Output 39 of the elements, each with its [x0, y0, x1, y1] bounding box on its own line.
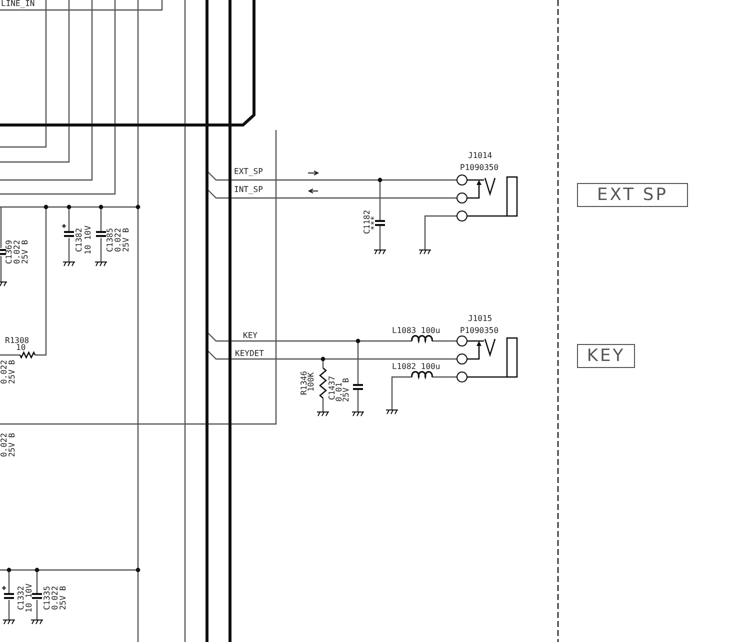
- component-label: 25V B: [8, 432, 16, 458]
- component-label: C1382: [74, 228, 84, 252]
- component-label: C1182: [362, 210, 372, 234]
- component-label: L1082 100u: [392, 362, 440, 371]
- component-label: R1346: [300, 370, 308, 396]
- component-label: C1369: [4, 240, 14, 264]
- signal-label: LINE_IN: [1, 0, 35, 8]
- component-label: 0.022: [0, 432, 8, 458]
- label-box: KEY: [577, 344, 635, 368]
- component-label: 0.022: [0, 360, 8, 384]
- component-label: J1014: [468, 151, 492, 160]
- component-label: 25V B: [20, 240, 30, 264]
- component-label: C1385: [106, 228, 114, 252]
- component-label: 0.022: [12, 240, 22, 264]
- component-label: P1090350: [460, 326, 499, 335]
- component-label: 0.01: [334, 382, 344, 402]
- component-label: 10 10V: [84, 226, 92, 254]
- component-label: 0.022: [50, 586, 60, 610]
- signal-label: INT_SP: [234, 185, 263, 194]
- component-label: C1335: [42, 586, 52, 610]
- component-label: 0.022: [114, 228, 122, 252]
- component-label: 10: [16, 343, 26, 352]
- component-label: L1083 100u: [392, 326, 440, 335]
- signal-label: KEYDET: [235, 349, 264, 358]
- component-label: C1437: [328, 376, 336, 400]
- component-label: J1015: [468, 314, 492, 323]
- component-label: 25V B: [8, 360, 16, 384]
- component-label: 10 10V: [24, 584, 34, 612]
- label-box: EXT SP: [577, 183, 688, 207]
- component-label: 25V B: [122, 228, 130, 252]
- signal-label: EXT_SP: [234, 167, 263, 176]
- component-label: 25V B: [342, 378, 350, 402]
- component-label: 100K: [306, 372, 316, 392]
- component-label: 25V B: [58, 586, 68, 610]
- component-label: P1090350: [460, 163, 499, 172]
- signal-label: KEY: [243, 331, 258, 340]
- component-label: R1308: [5, 336, 30, 345]
- component-label: ***: [370, 216, 378, 230]
- component-label: C1332: [16, 586, 26, 610]
